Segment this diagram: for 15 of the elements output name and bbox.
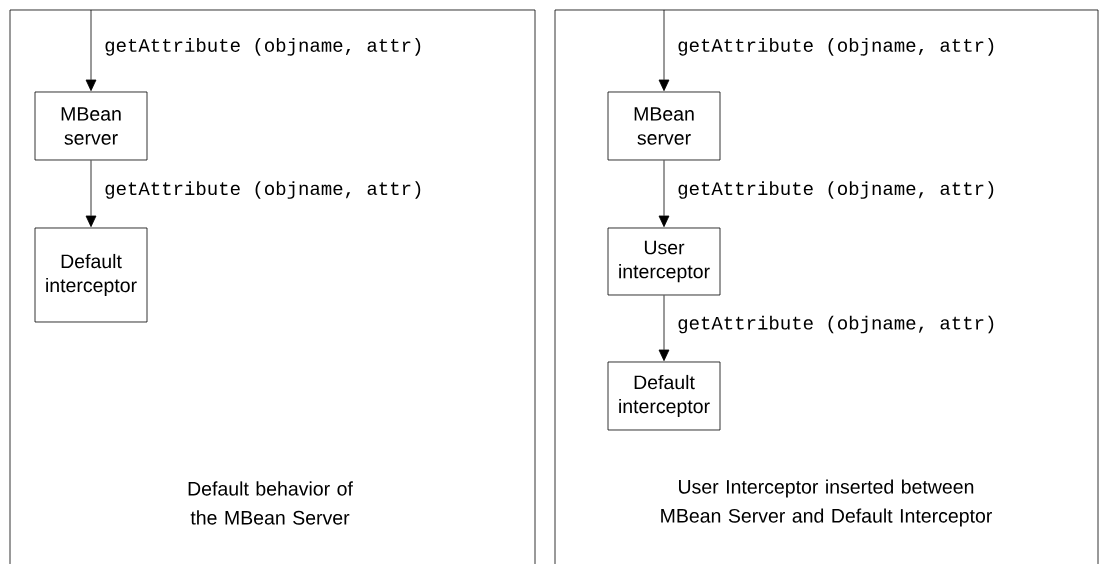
arrow [658,295,670,362]
edge-label: getAttribute (objname, attr) [678,37,994,56]
arrow [85,9,97,92]
process-box: Default interceptor [607,361,721,431]
edge-label: getAttribute (objname, attr) [678,315,994,334]
process-box: User interceptor [607,227,721,296]
edge-label: getAttribute (objname, attr) [105,37,421,56]
process-box: Default interceptor [34,227,148,323]
process-box: MBean server [34,91,148,161]
edge-label: getAttribute (objname, attr) [105,181,421,199]
process-box: MBean server [607,91,721,161]
arrow [658,9,670,92]
edge-label: getAttribute (objname, attr) [678,181,994,199]
arrow [85,160,97,228]
arrow [658,160,670,228]
